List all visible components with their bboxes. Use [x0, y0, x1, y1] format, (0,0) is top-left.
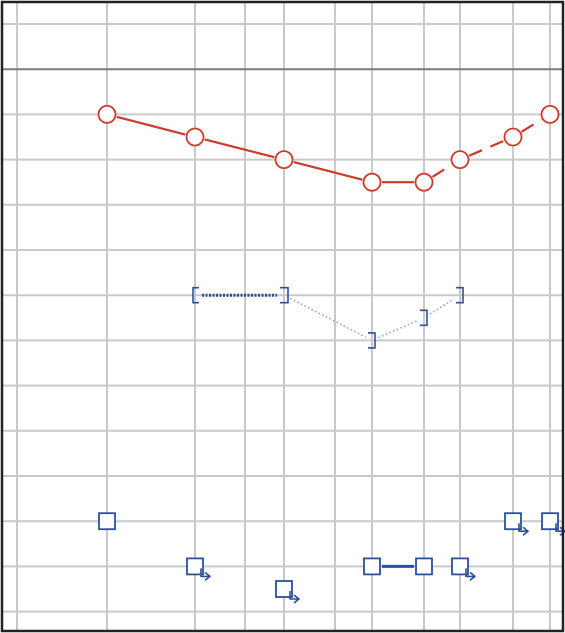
series-1-segment [429, 298, 455, 315]
arrow-marker [465, 568, 476, 582]
arrow-marker [289, 591, 300, 604]
circle-marker [414, 172, 434, 192]
bracket-marker [280, 286, 289, 304]
series-markers [97, 105, 565, 604]
square-marker [98, 512, 116, 531]
series-0-segment [204, 138, 275, 159]
series-0-segment [431, 163, 453, 178]
series-0-segment [116, 115, 186, 136]
square-marker [541, 512, 559, 531]
bracket-marker [420, 309, 428, 327]
circle-marker [97, 105, 117, 124]
series-1-segment [378, 319, 418, 339]
circle-marker [362, 172, 382, 192]
circle-marker [503, 127, 523, 147]
series-0-segment [468, 139, 505, 157]
circle-marker [540, 105, 560, 124]
square-marker [186, 557, 204, 576]
arrow-marker [200, 568, 211, 582]
series-lines [116, 115, 543, 568]
circle-marker [450, 150, 470, 170]
bracket-marker [368, 332, 376, 349]
square-marker [504, 512, 522, 531]
series-0-segment [293, 161, 363, 181]
circle-marker [185, 127, 205, 147]
bracket-marker [456, 286, 464, 304]
square-marker [415, 557, 433, 576]
square-marker [275, 580, 293, 598]
square-marker [363, 557, 381, 576]
bracket-marker [192, 286, 199, 304]
square-marker [451, 557, 469, 576]
series-0-segment [520, 118, 543, 133]
circle-marker [274, 150, 294, 170]
series-1-segment [289, 297, 367, 338]
arrow-marker [518, 523, 529, 536]
